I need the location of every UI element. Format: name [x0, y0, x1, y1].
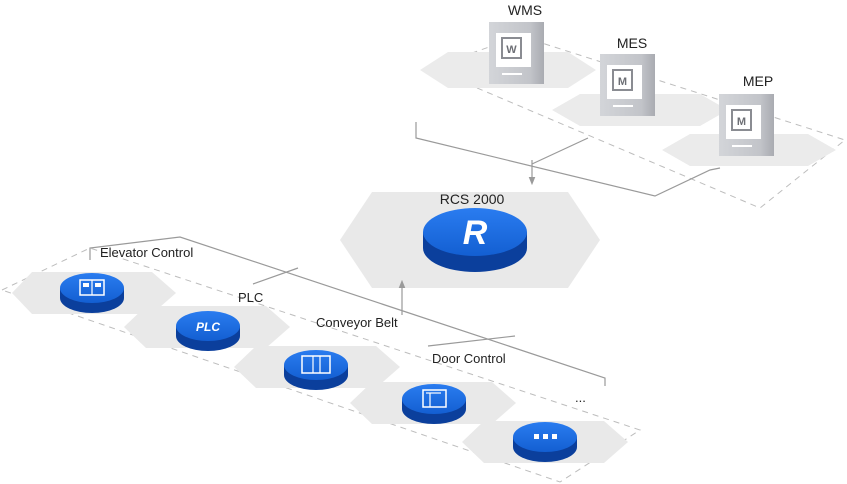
- mes-icon-letter: M: [618, 76, 627, 88]
- connector-conveyor-door: [427, 335, 516, 347]
- rcs-icon-letter: R: [463, 214, 488, 252]
- mep-icon-letter: M: [737, 116, 746, 128]
- conveyor-icon[interactable]: [284, 350, 348, 390]
- systems-group-outline: [428, 35, 847, 209]
- mep-label: MEP: [743, 73, 773, 89]
- rcs-label: RCS 2000: [440, 191, 505, 207]
- elevator-icon[interactable]: [60, 273, 124, 313]
- plc-label: PLC: [238, 290, 263, 305]
- connector-elevator-plc: [252, 267, 299, 285]
- devices-connector-line: [89, 236, 606, 386]
- wms-icon-letter: W: [506, 44, 517, 56]
- elevator-control-label: Elevator Control: [100, 245, 193, 260]
- door-icon[interactable]: [402, 384, 466, 424]
- door-control-label: Door Control: [432, 351, 506, 366]
- systems-connector-line: [415, 122, 721, 197]
- plc-icon[interactable]: PLC: [176, 311, 240, 351]
- mes-label: MES: [617, 35, 647, 51]
- more-icon[interactable]: [513, 422, 577, 462]
- wms-server-icon[interactable]: W: [489, 22, 544, 84]
- plc-icon-text: PLC: [196, 320, 220, 334]
- mep-server-icon[interactable]: M: [719, 94, 774, 156]
- systems-connector-line-mid: [531, 137, 589, 165]
- mes-server-icon[interactable]: M: [600, 54, 655, 116]
- rcs-disc-icon[interactable]: R: [423, 208, 527, 272]
- conveyor-belt-label: Conveyor Belt: [316, 315, 398, 330]
- more-devices-label: ...: [575, 390, 586, 405]
- wms-label: WMS: [508, 2, 542, 18]
